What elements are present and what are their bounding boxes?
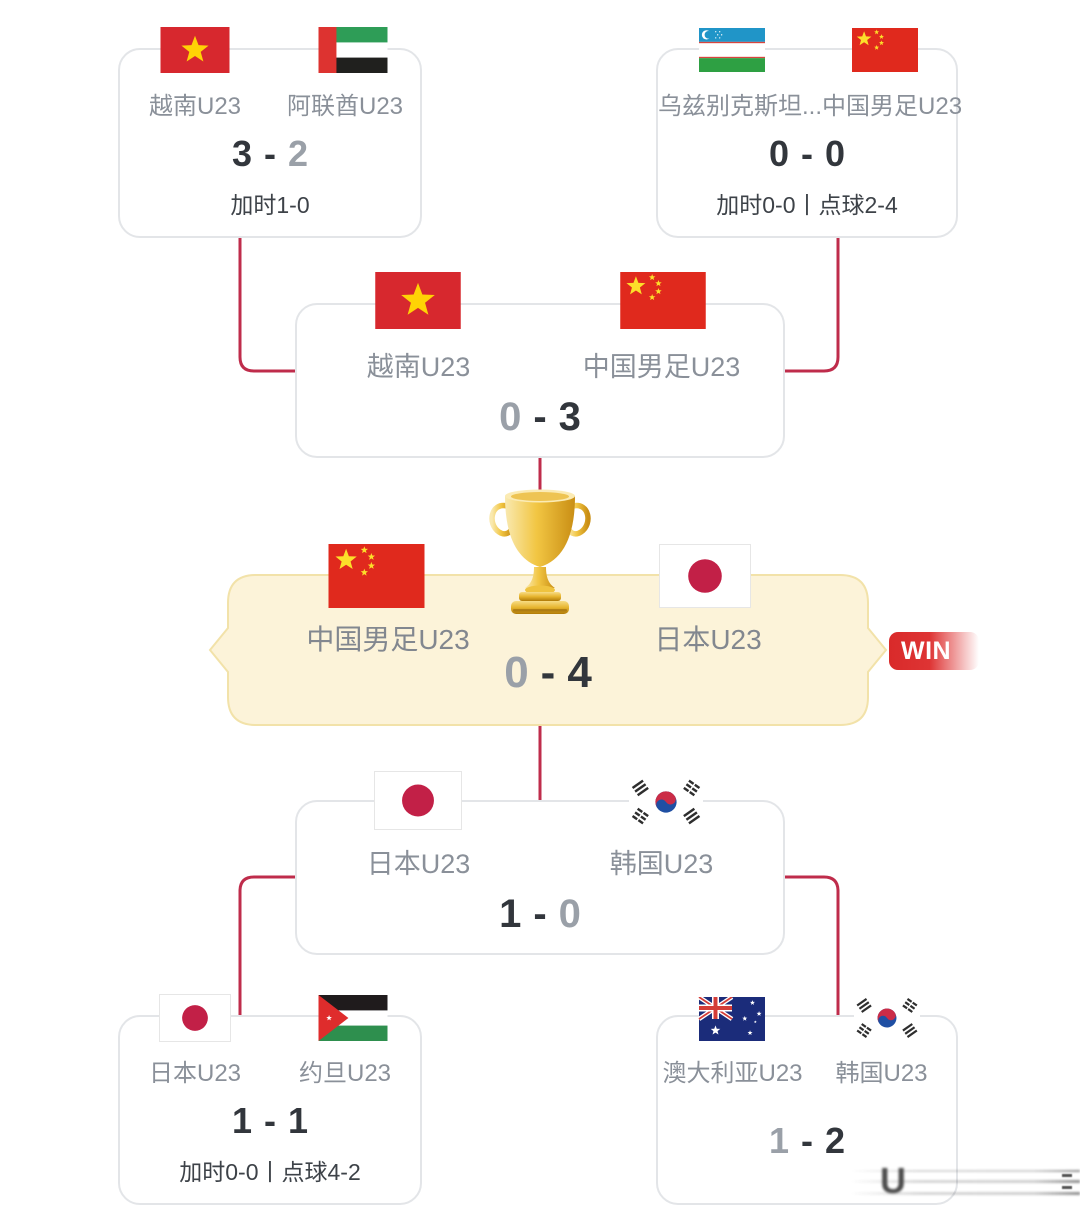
match-card-qf2[interactable]: 乌兹别克斯坦... 中国男足U23 0 - 0 加时0-0丨点球2-4 — [656, 48, 962, 238]
japan-flag-icon — [660, 545, 750, 607]
japan-flag-icon — [160, 995, 230, 1041]
score-home: 1 — [499, 892, 522, 936]
match-note: 加时0-0丨点球2-4 — [716, 191, 898, 218]
score-away: 0 — [558, 892, 581, 936]
uae-flag-icon — [318, 27, 388, 73]
watermark-line — [850, 1170, 1080, 1172]
win-badge-label: WIN — [901, 637, 952, 665]
team-name-home: 越南U23 — [148, 93, 242, 120]
score-home: 0 — [504, 648, 529, 697]
score-dash: - — [801, 1120, 813, 1161]
score-away: 3 — [558, 395, 581, 439]
china-flag-icon — [328, 544, 425, 608]
win-badge: WIN — [889, 632, 979, 670]
score: 0 - 3 — [297, 395, 783, 439]
match-card-qf3[interactable]: 日本U23 约旦U23 1 - 1 加时0-0丨点球4-2 — [118, 1015, 422, 1205]
final-banner-ribbon — [208, 574, 888, 726]
japan-flag-icon — [375, 772, 461, 829]
score-home: 3 — [231, 133, 252, 174]
match-card-qf4[interactable]: 澳大利亚U23 韩国U23 1 - 2 — [656, 1015, 958, 1205]
score-home: 0 — [768, 133, 789, 174]
score-dash: - — [540, 648, 556, 697]
team-name-away: 韩国U23 — [609, 849, 714, 879]
australia-flag-icon — [698, 997, 766, 1041]
team-name-away: 阿联酋U23 — [286, 93, 404, 120]
score: 1 - 2 — [658, 1121, 956, 1161]
match-note: 加时0-0丨点球4-2 — [179, 1158, 361, 1185]
score-away: 1 — [288, 1100, 309, 1141]
watermark-dash — [1062, 1174, 1072, 1177]
score-home: 1 — [768, 1120, 789, 1161]
score-away: 2 — [825, 1120, 846, 1161]
team-name-home: 日本U23 — [366, 849, 471, 879]
score-away: 4 — [567, 648, 592, 697]
score: 1 - 1 — [120, 1101, 420, 1141]
team-name-away: 中国男足U23 — [582, 352, 741, 382]
match-card-sf1[interactable]: 越南U23 中国男足U23 0 - 3 — [295, 303, 785, 458]
match-card-sf2[interactable]: 日本U23 韩国U23 1 - 0 — [295, 800, 785, 955]
watermark-dash — [1062, 1186, 1072, 1189]
china-flag-icon — [852, 28, 918, 72]
jordan-flag-icon — [318, 995, 388, 1041]
watermark-glyph: U — [880, 1160, 906, 1201]
vietnam-flag-icon — [375, 272, 461, 329]
watermark-line — [850, 1180, 1080, 1183]
score: 0 - 0 — [658, 134, 956, 174]
team-name-home: 越南U23 — [366, 352, 471, 382]
team-name-away: 约旦U23 — [298, 1060, 392, 1087]
score: 1 - 0 — [297, 892, 783, 936]
team-name-away: 韩国U23 — [835, 1060, 928, 1087]
team-name-away: 日本U23 — [654, 624, 762, 655]
team-name-home: 日本U23 — [148, 1060, 242, 1087]
korea-flag-icon — [854, 992, 920, 1044]
team-name-home: 中国男足U23 — [306, 624, 470, 655]
match-note: 加时1-0 — [230, 191, 310, 218]
score-away: 0 — [825, 133, 846, 174]
team-name-home: 澳大利亚U23 — [662, 1060, 803, 1087]
team-name-away: 中国男足U23 — [822, 93, 963, 120]
score-dash: - — [801, 133, 813, 174]
team-name-home: 乌兹别克斯坦... — [658, 93, 823, 120]
uzbekistan-flag-icon — [698, 28, 766, 72]
trophy-icon — [489, 489, 591, 614]
score-home: 0 — [499, 395, 522, 439]
watermark-line — [850, 1192, 1080, 1195]
score-dash: - — [533, 395, 547, 439]
match-card-qf1[interactable]: 越南U23 阿联酋U23 3 - 2 加时1-0 — [118, 48, 422, 238]
watermark: U — [850, 1160, 1080, 1206]
score-dash: - — [264, 133, 276, 174]
score: 0 - 4 — [228, 648, 868, 697]
vietnam-flag-icon — [160, 27, 230, 73]
score-dash: - — [264, 1100, 276, 1141]
score-away: 2 — [288, 133, 309, 174]
score: 3 - 2 — [120, 134, 420, 174]
score-dash: - — [533, 892, 547, 936]
korea-flag-icon — [629, 774, 703, 830]
score-home: 1 — [231, 1100, 252, 1141]
china-flag-icon — [620, 272, 706, 329]
match-card-final[interactable]: 中国男足U23 日本U23 0 - 4 — [228, 575, 868, 725]
